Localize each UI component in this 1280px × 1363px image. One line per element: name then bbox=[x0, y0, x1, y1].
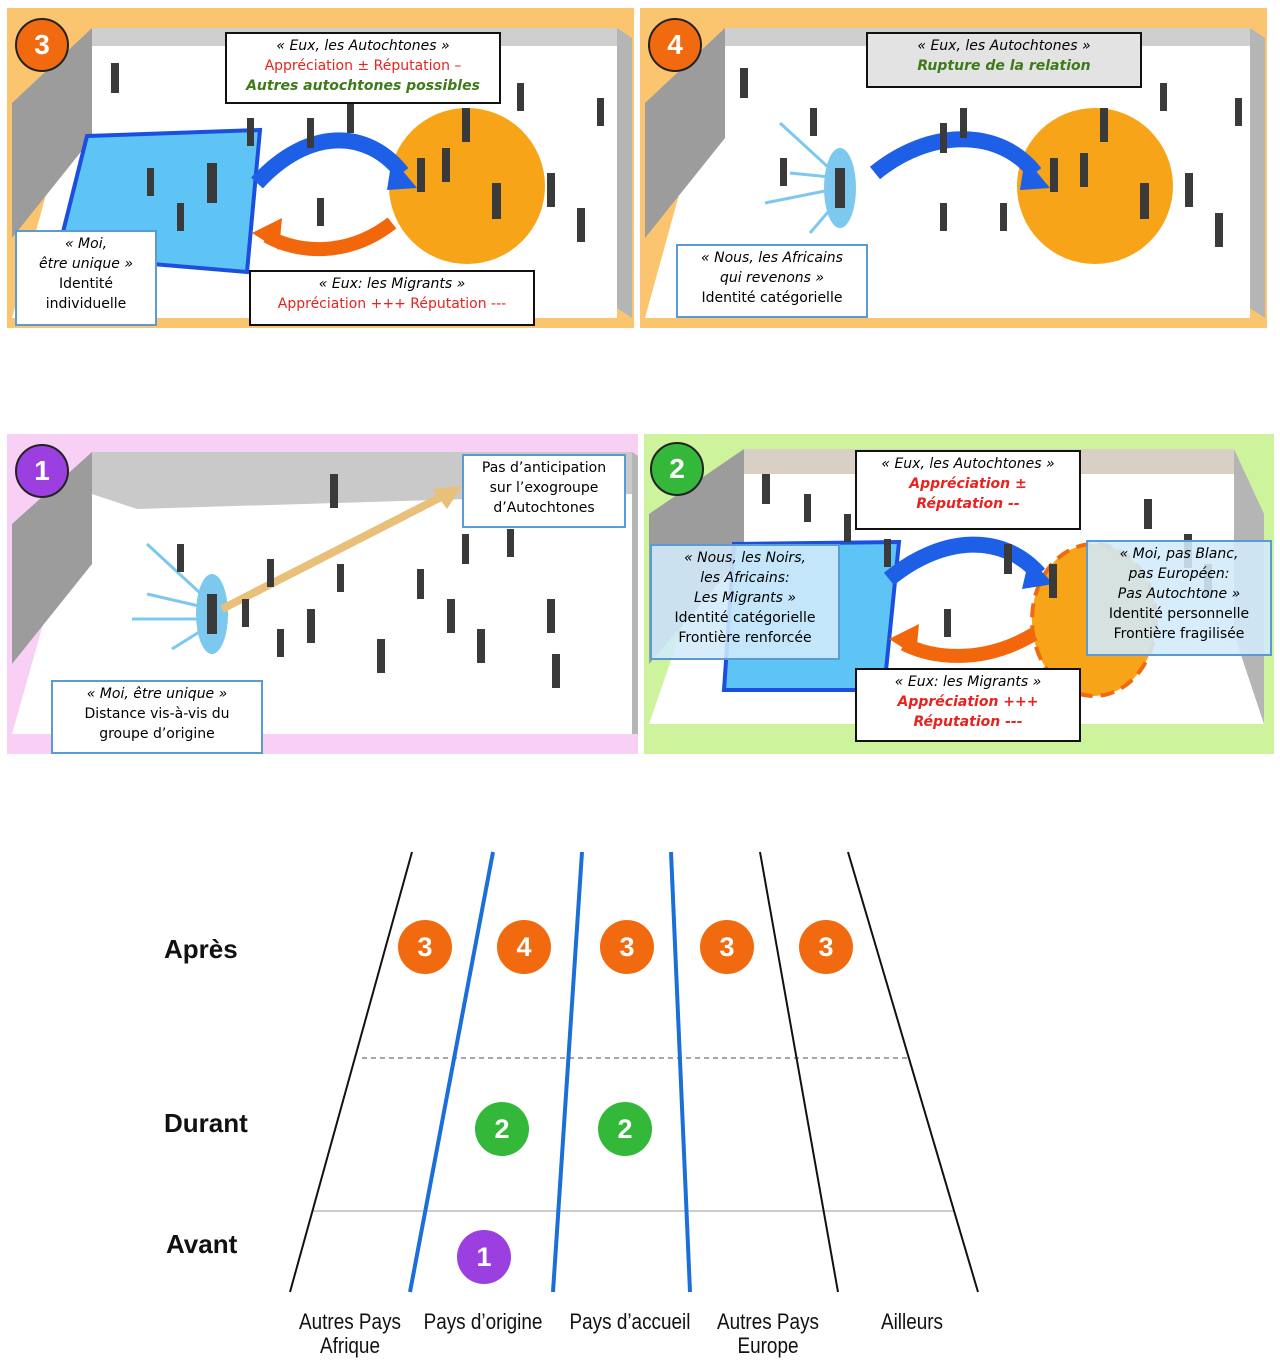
row-label-durant: Durant bbox=[164, 1108, 248, 1138]
timeline-badge-durant: 2 bbox=[475, 1102, 529, 1156]
badge-3: 3 bbox=[15, 18, 69, 72]
row-label-avant: Avant bbox=[166, 1229, 238, 1259]
timeline-badge-apres: 3 bbox=[600, 920, 654, 974]
migrants-box: « Eux: les Migrants » Appréciation +++ R… bbox=[249, 270, 535, 326]
box-line: « Moi, pas Blanc, bbox=[1119, 546, 1239, 562]
box-line: Appréciation +++ Réputation --- bbox=[277, 296, 507, 312]
autochtones-box: « Eux, les Autochtones » Rupture de la r… bbox=[866, 32, 1142, 88]
panel-2: 2 « Eux, les Autochtones » Appréciation … bbox=[644, 434, 1274, 754]
box-line: « Nous, les Africains bbox=[701, 250, 843, 266]
column-line bbox=[847, 851, 979, 1293]
moi-unique-box: « Moi, être unique » Distance vis-à-vis … bbox=[51, 680, 263, 754]
column-line-blue bbox=[551, 851, 584, 1293]
box-line: Appréciation ± bbox=[909, 476, 1027, 492]
box-line: Identité personnelle bbox=[1108, 606, 1250, 622]
autochtones-box: « Eux, les Autochtones » Appréciation ± … bbox=[855, 450, 1081, 530]
box-line: « Moi, être unique » bbox=[86, 686, 228, 702]
box-line: « Eux: les Migrants » bbox=[894, 674, 1042, 690]
box-line: les Africains: bbox=[700, 570, 790, 586]
panel-4: 4 « Eux, les Autochtones » Rupture de la… bbox=[640, 8, 1267, 328]
moi-pas-blanc-box: « Moi, pas Blanc, pas Européen: Pas Auto… bbox=[1086, 540, 1272, 656]
nous-africains-box: « Nous, les Africains qui revenons » Ide… bbox=[676, 244, 868, 318]
box-line: individuelle bbox=[45, 296, 127, 312]
timeline-badge-apres: 3 bbox=[799, 920, 853, 974]
column-label: Pays d’origine bbox=[423, 1309, 543, 1334]
box-line: « Eux, les Autochtones » bbox=[276, 38, 450, 54]
anticipation-box: Pas d’anticipation sur l’exogroupe d’Aut… bbox=[462, 454, 626, 528]
column-line bbox=[289, 851, 413, 1293]
box-line: Frontière fragilisée bbox=[1113, 626, 1245, 642]
box-line: « Eux, les Autochtones » bbox=[881, 456, 1055, 472]
row-label-apres: Après bbox=[164, 934, 238, 964]
box-line: Identité catégorielle bbox=[674, 610, 816, 626]
box-line: qui revenons » bbox=[719, 270, 825, 286]
migrants-box: « Eux: les Migrants » Appréciation +++ R… bbox=[855, 668, 1081, 742]
nous-noirs-box: « Nous, les Noirs, les Africains: Les Mi… bbox=[650, 544, 840, 660]
box-line: Identité bbox=[59, 276, 113, 292]
box-line: Distance vis-à-vis du bbox=[84, 706, 230, 722]
box-line: Les Migrants » bbox=[693, 590, 797, 606]
panel-3: 3 « Eux, les Autochtones » Appréciation … bbox=[7, 8, 634, 328]
box-line: Frontière renforcée bbox=[678, 630, 812, 646]
box-line: groupe d’origine bbox=[99, 726, 215, 742]
box-line: Appréciation +++ bbox=[897, 694, 1039, 710]
moi-box: « Moi, être unique » Identité individuel… bbox=[15, 230, 157, 326]
box-line: Réputation -- bbox=[916, 496, 1020, 512]
column-label: Autres Pays Afrique bbox=[298, 1309, 401, 1358]
box-line: Pas Autochtone » bbox=[1117, 586, 1241, 602]
box-line: Pas d’anticipation bbox=[481, 460, 607, 476]
column-line-blue bbox=[669, 851, 692, 1293]
box-line: Autres autochtones possibles bbox=[246, 78, 480, 94]
column-line bbox=[759, 851, 839, 1293]
box-line: sur l’exogroupe bbox=[489, 480, 599, 496]
box-line: être unique » bbox=[38, 256, 134, 272]
column-label: Autres Pays Europe bbox=[716, 1309, 819, 1358]
column-label: Ailleurs bbox=[880, 1309, 944, 1334]
timeline-badge-avant: 1 bbox=[457, 1230, 511, 1284]
timeline-badge-apres: 3 bbox=[700, 920, 754, 974]
column-line-blue bbox=[408, 851, 495, 1293]
badge-2: 2 bbox=[650, 442, 704, 496]
column-label: Pays d’accueil bbox=[569, 1309, 691, 1334]
timeline-badge-durant: 2 bbox=[598, 1102, 652, 1156]
room-scene-1 bbox=[12, 452, 638, 734]
box-line: « Nous, les Noirs, bbox=[684, 550, 806, 566]
box-line: pas Européen: bbox=[1128, 566, 1230, 582]
box-line: Rupture de la relation bbox=[917, 58, 1091, 74]
badge-4: 4 bbox=[648, 18, 702, 72]
timeline-badge-apres: 3 bbox=[398, 920, 452, 974]
badge-1: 1 bbox=[15, 444, 69, 498]
box-line: « Moi, bbox=[64, 236, 108, 252]
timeline-badge-apres: 4 bbox=[497, 920, 551, 974]
box-line: Identité catégorielle bbox=[701, 290, 843, 306]
box-line: « Eux: les Migrants » bbox=[318, 276, 466, 292]
box-line: Appréciation ± Réputation – bbox=[264, 58, 462, 74]
panel-1: 1 Pas d’anticipation sur l’exogroupe d’A… bbox=[7, 434, 638, 754]
autochtones-box: « Eux, les Autochtones » Appréciation ± … bbox=[225, 32, 501, 104]
box-line: Réputation --- bbox=[913, 714, 1023, 730]
box-line: d’Autochtones bbox=[493, 500, 595, 516]
box-line: « Eux, les Autochtones » bbox=[917, 38, 1091, 54]
